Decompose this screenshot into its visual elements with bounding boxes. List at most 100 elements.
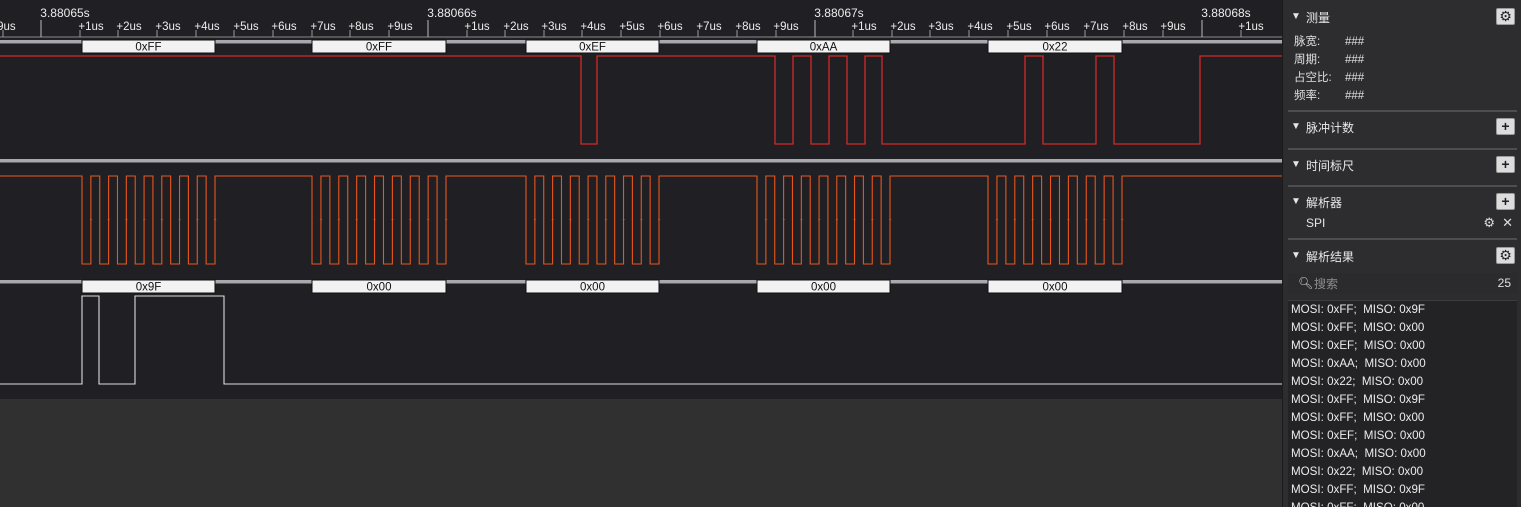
clk-channel-separator: [0, 159, 1282, 162]
mosi-byte-label: 0xAA: [810, 42, 838, 54]
result-item[interactable]: MOSI: 0xFF; MISO: 0x9F: [1291, 303, 1425, 316]
collapse-triangle-icon[interactable]: ▼: [1291, 121, 1301, 132]
measure-section-header[interactable]: ▼ 测量 ⚙: [1283, 6, 1521, 28]
measure-settings-gear-icon[interactable]: ⚙: [1496, 8, 1515, 25]
add-time-ruler-plus-icon[interactable]: +: [1496, 156, 1515, 173]
divider: [1288, 185, 1517, 187]
ruler-minor-label: +9us: [0, 21, 16, 33]
miso-trace: [0, 295, 1282, 385]
time-ruler-section-header[interactable]: ▼ 时间标尺 +: [1283, 154, 1521, 176]
measure-row-period: 周期:###: [1294, 51, 1364, 67]
mosi-byte-label-box: [987, 39, 1123, 54]
miso-byte-label-box: [81, 279, 216, 294]
result-item[interactable]: MOSI: 0xFF; MISO: 0x00: [1291, 321, 1425, 334]
waveform-view[interactable]: +9us +1us +2us +3us +4us +5us +6us +7us +8us +9us…: [0, 0, 1282, 399]
ruler-minor-label: +5us: [619, 21, 645, 33]
ruler-minor-label: +7us: [310, 21, 336, 33]
ruler-minor-label: +3us: [155, 21, 181, 33]
clk-rising-edge-marker: ↑: [1102, 216, 1107, 227]
ruler-minor-label: +6us: [657, 21, 683, 33]
results-search[interactable]: 🔍︎ 25: [1288, 273, 1517, 294]
result-item[interactable]: MOSI: 0xEF; MISO: 0x00: [1291, 339, 1426, 352]
ruler-minor-label: +7us: [696, 21, 722, 33]
measure-row-pulse-width: 脉宽: ###: [1294, 33, 1364, 49]
result-item[interactable]: MOSI: 0x22; MISO: 0x00: [1291, 375, 1424, 388]
ruler-minor-label: +9us: [387, 21, 413, 33]
clk-rising-edge-marker: ↑: [639, 216, 644, 227]
clk-rising-edge-marker: ↑: [408, 216, 413, 227]
ruler-minor-label: +4us: [967, 21, 993, 33]
collapse-triangle-icon[interactable]: ▼: [1291, 250, 1301, 261]
miso-byte-label-box: [756, 279, 891, 294]
decoders-section-header[interactable]: ▼ 解析器 +: [1283, 191, 1521, 213]
clk-rising-edge-marker: ↑: [1048, 216, 1053, 227]
divider: [1288, 110, 1517, 112]
pulse-count-section-header[interactable]: ▼ 脉冲计数 +: [1283, 116, 1521, 138]
collapse-triangle-icon[interactable]: ▼: [1291, 159, 1301, 170]
decoder-item-spi[interactable]: SPI ⚙ ✕: [1306, 215, 1521, 232]
collapse-triangle-icon[interactable]: ▼: [1291, 196, 1301, 207]
measure-row-duty-cycle: 占空比: ###: [1294, 69, 1364, 85]
ruler-minor-label: +4us: [194, 21, 220, 33]
results-settings-gear-icon[interactable]: ⚙: [1496, 247, 1515, 264]
result-item[interactable]: MOSI: 0x22; MISO: 0x00: [1291, 465, 1424, 478]
result-item[interactable]: MOSI: 0xFF; MISO: 0x9F: [1291, 483, 1425, 496]
clk-rising-edge-marker: ↑: [444, 216, 449, 227]
gear-icon[interactable]: ⚙: [1483, 215, 1495, 230]
result-item[interactable]: MOSI: 0xEF; MISO: 0x00: [1291, 429, 1426, 442]
mosi-byte-label-box: [525, 39, 660, 54]
collapse-triangle-icon[interactable]: ▼: [1291, 11, 1301, 22]
add-pulse-count-plus-icon[interactable]: +: [1496, 118, 1515, 135]
clk-rising-edge-marker: ↑: [1012, 216, 1017, 227]
close-icon[interactable]: ✕: [1502, 215, 1513, 230]
result-item[interactable]: MOSI: 0xFF; MISO: 0x00: [1288, 499, 1517, 507]
measure-value: ###: [1345, 36, 1365, 48]
clk-rising-edge-marker: ↑: [106, 216, 111, 227]
ruler-minor-label: +3us: [541, 21, 567, 33]
results-list[interactable]: MOSI: 0xFF; MISO: 0x9F MOSI: 0xFF; MISO: …: [1288, 300, 1517, 507]
result-item[interactable]: MOSI: 0xAA; MISO: 0x00: [1291, 447, 1426, 460]
clk-rising-edge-marker: ↑: [1084, 216, 1089, 227]
clk-rising-edge-marker: ↑: [568, 216, 573, 227]
clk-rising-edge-marker: ↑: [586, 216, 591, 227]
miso-byte-label: 0x9F: [136, 282, 162, 294]
mosi-byte-label: 0xEF: [579, 42, 606, 54]
mosi-byte-label: 0xFF: [135, 42, 161, 54]
measure-value: ###: [1345, 54, 1365, 66]
measure-row-frequency: 频率:###: [1294, 87, 1364, 103]
measure-value: ###: [1345, 90, 1365, 102]
clk-rising-edge-marker: ↑: [1120, 216, 1125, 227]
clk-rising-edge-marker: ↑: [1066, 216, 1071, 227]
mosi-byte-label: 0xFF: [366, 42, 392, 54]
divider: [1288, 148, 1517, 150]
clk-rising-edge-marker: ↑: [390, 216, 395, 227]
search-input[interactable]: [1314, 275, 1464, 292]
results-section-header[interactable]: ▼ 解析结果 ⚙: [1283, 245, 1521, 267]
waveform-canvas[interactable]: +9us +1us +2us +3us +4us +5us +6us +7us +8us +9us…: [0, 0, 1282, 399]
result-item[interactable]: MOSI: 0xAA; MISO: 0x00: [1291, 357, 1426, 370]
measure-label: 占空比:: [1294, 72, 1332, 84]
measure-label: 脉宽:: [1294, 36, 1321, 48]
result-item[interactable]: MOSI: 0xFF; MISO: 0x00: [1291, 411, 1425, 424]
clk-rising-edge-marker: ↑: [159, 216, 164, 227]
measure-value: ###: [1345, 72, 1365, 84]
ruler-minor-label: +9us: [1160, 21, 1186, 33]
decoders-title: 解析器: [1306, 196, 1343, 210]
miso-byte-label: 0x00: [580, 282, 605, 294]
clk-rising-edge-marker: ↑: [426, 216, 431, 227]
ruler-minor-label: +1us: [1238, 21, 1264, 33]
decoder-name: SPI: [1306, 216, 1326, 230]
ruler-major-label: 3.88066s: [427, 6, 476, 20]
add-decoder-plus-icon[interactable]: +: [1496, 193, 1515, 210]
ruler-minor-label: +1us: [851, 21, 877, 33]
clk-channel-separator-shadow: [0, 162, 1282, 163]
ruler-minor-label: +2us: [890, 21, 916, 33]
divider: [1288, 238, 1517, 240]
result-item[interactable]: MOSI: 0xFF; MISO: 0x9F: [1291, 393, 1425, 406]
ruler-minor-label: +8us: [348, 21, 374, 33]
clk-rising-edge-marker: ↑: [177, 216, 182, 227]
clk-rising-edge-marker: ↑: [781, 216, 786, 227]
ruler-minor-label: +1us: [78, 21, 104, 33]
pulse-count-title: 脉冲计数: [1306, 121, 1355, 135]
ruler-minor-label: +4us: [580, 21, 606, 33]
